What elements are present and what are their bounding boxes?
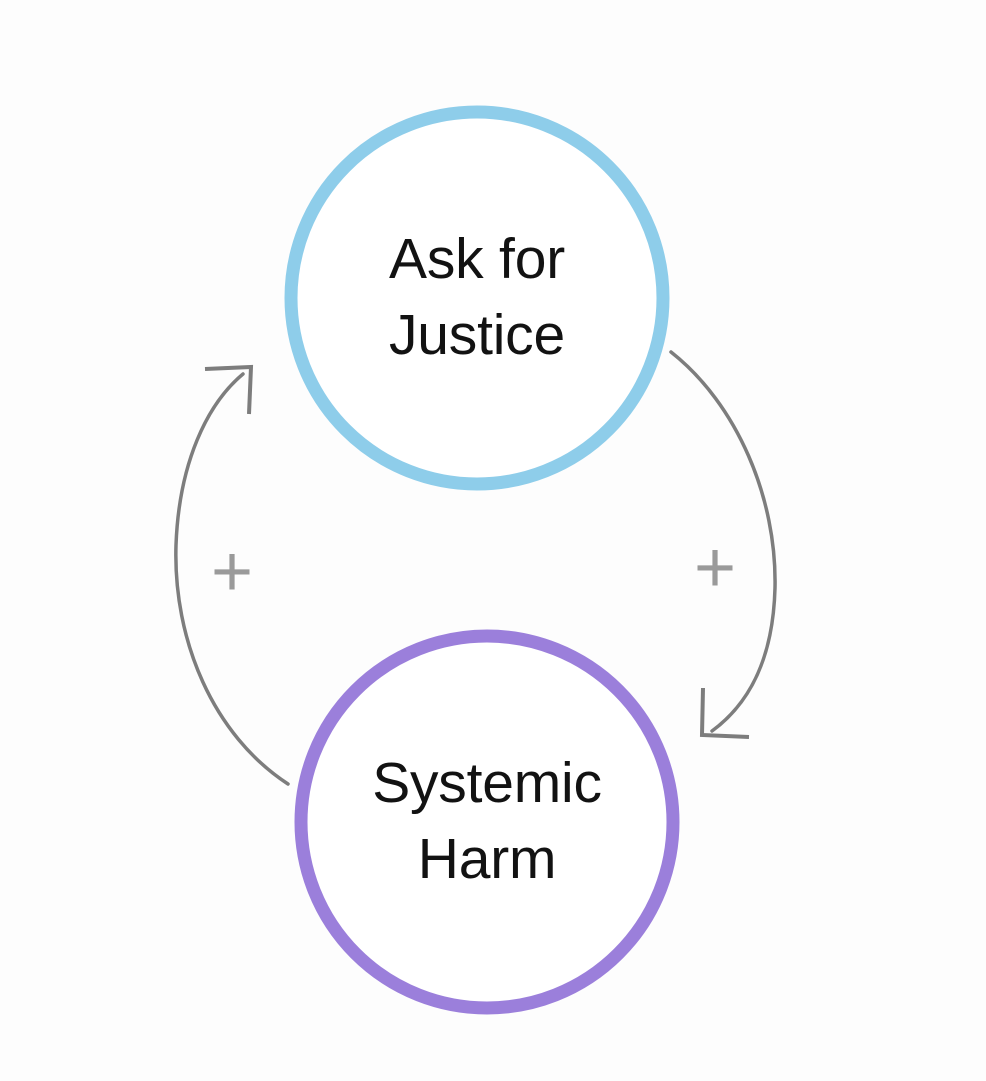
link-justice-to-harm-curve: [669, 350, 777, 733]
node-ask-for-justice[interactable]: [284, 105, 670, 491]
link-justice-to-harm[interactable]: [669, 350, 777, 739]
node-systemic-harm[interactable]: [294, 629, 680, 1015]
link-harm-to-justice-arrowhead: [204, 364, 254, 415]
link-justice-to-harm-arrowhead: [699, 687, 750, 739]
link-harm-to-justice[interactable]: [174, 364, 290, 786]
link-harm-to-justice-curve: [174, 372, 290, 786]
